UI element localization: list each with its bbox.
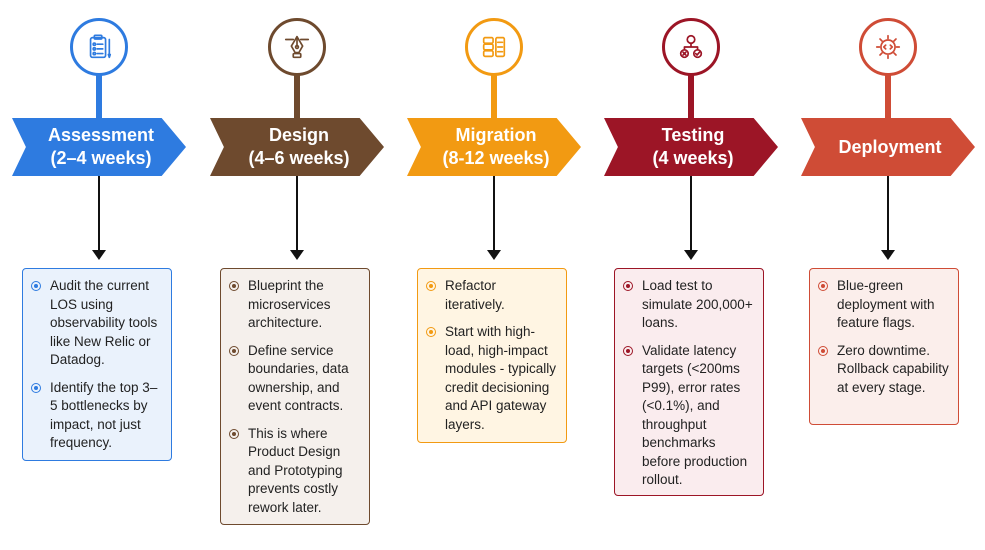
list-item: Define service boundaries, data ownershi… [229,342,361,416]
bullet-text: Zero downtime. Rollback capability at ev… [837,342,949,395]
phase-title: Assessment [47,125,155,145]
bullet-text: Validate latency targets (<200ms P99), e… [642,342,748,488]
bullet-text: Identify the top 3–5 bottlenecks by impa… [50,379,158,451]
down-arrow-icon [684,250,698,260]
down-arrow-line [493,176,495,254]
bullet-icon [818,281,828,291]
connector-stem [491,75,497,120]
clipboard-icon [70,18,128,76]
phase-migration: Migration (8-12 weeks) Refactor iterativ… [407,0,587,550]
down-arrow-icon [881,250,895,260]
down-arrow-line [98,176,100,254]
phase-design: Design (4–6 weeks) Blueprint the microse… [210,0,390,550]
list-item: Load test to simulate 200,000+ loans. [623,277,755,333]
phase-duration: (4–6 weeks) [248,148,350,168]
bullet-text: Define service boundaries, data ownershi… [248,342,349,414]
bullet-icon [426,281,436,291]
bullet-text: Refactor iteratively. [445,278,505,312]
down-arrow-icon [92,250,106,260]
connector-stem [294,75,300,120]
list-item: Refactor iteratively. [426,277,558,314]
bullet-text: Load test to simulate 200,000+ loans. [642,278,753,330]
phase-chevron: Design (4–6 weeks) [210,118,384,176]
bullet-text: Start with high-load, high-impact module… [445,324,557,432]
pen-tool-icon [268,18,326,76]
down-arrow-line [296,176,298,254]
bullet-icon [623,345,633,356]
bullet-icon [31,281,41,291]
phase-duration: (4 weeks) [652,148,734,168]
phase-chevron: Deployment [801,118,975,176]
list-item: Start with high-load, high-impact module… [426,323,558,434]
bullet-icon [623,281,633,291]
phase-testing: Testing (4 weeks) Load test to simulate … [604,0,784,550]
bullet-icon [31,382,41,393]
list-item: Audit the current LOS using observabilit… [31,277,163,370]
bullet-icon [229,345,239,356]
phase-card: Blueprint the microservices architecture… [220,268,370,525]
down-arrow-line [690,176,692,254]
test-flow-icon [662,18,720,76]
bullet-icon [818,345,828,356]
code-gear-icon [859,18,917,76]
phase-card: Audit the current LOS using observabilit… [22,268,172,461]
down-arrow-icon [290,250,304,260]
bullet-text: Blueprint the microservices architecture… [248,278,331,330]
connector-stem [885,75,891,120]
list-item: Blueprint the microservices architecture… [229,277,361,333]
bullet-icon [229,281,239,291]
bullet-icon [426,327,436,337]
list-item: Blue-green deployment with feature flags… [818,277,950,333]
list-item: Identify the top 3–5 bottlenecks by impa… [31,379,163,453]
connector-stem [688,75,694,120]
phase-duration: (2–4 weeks) [50,148,152,168]
phase-card: Refactor iteratively. Start with high-lo… [417,268,567,443]
connector-stem [96,75,102,120]
bullet-text: Audit the current LOS using observabilit… [50,278,158,367]
list-item: Zero downtime. Rollback capability at ev… [818,342,950,398]
bullet-text: This is where Product Design and Prototy… [248,425,343,515]
phase-title: Migration [455,125,537,145]
phase-chevron: Migration (8-12 weeks) [407,118,581,176]
phase-card: Load test to simulate 200,000+ loans. Va… [614,268,764,496]
phase-chevron: Testing (4 weeks) [604,118,778,176]
list-item: Validate latency targets (<200ms P99), e… [623,342,755,490]
phase-title: Deployment [838,136,942,157]
list-item: This is where Product Design and Prototy… [229,425,361,518]
bullet-text: Blue-green deployment with feature flags… [837,278,935,330]
phase-deployment: Deployment Blue-green deployment with fe… [801,0,981,550]
down-arrow-icon [487,250,501,260]
down-arrow-line [887,176,889,254]
phase-card: Blue-green deployment with feature flags… [809,268,959,425]
phase-chevron: Assessment (2–4 weeks) [12,118,186,176]
phase-title: Design [268,125,329,145]
phase-title: Testing [661,125,725,145]
phase-assessment: Assessment (2–4 weeks) Audit the current… [12,0,192,550]
phase-duration: (8-12 weeks) [442,148,550,168]
bullet-icon [229,428,239,439]
database-icon [465,18,523,76]
